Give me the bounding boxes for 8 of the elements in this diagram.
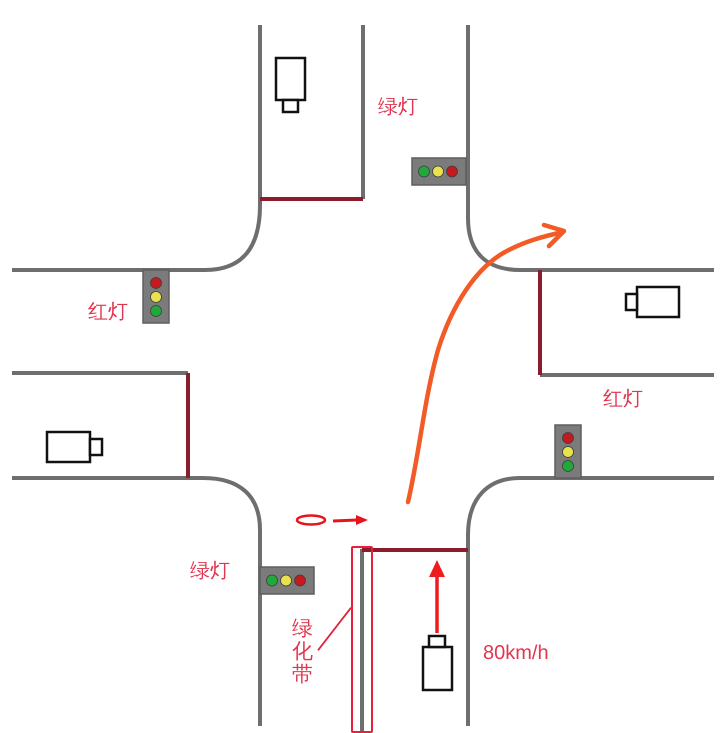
leader-line — [317, 607, 352, 651]
signal-label: 绿灯 — [190, 559, 230, 584]
signal-label: 红灯 — [603, 387, 643, 412]
signal-label: 绿灯 — [378, 95, 418, 120]
speed-label: 80km/h — [483, 641, 549, 666]
median-label: 绿化带 — [292, 617, 313, 686]
median-strip — [351, 546, 373, 733]
signal-label: 红灯 — [88, 300, 128, 325]
